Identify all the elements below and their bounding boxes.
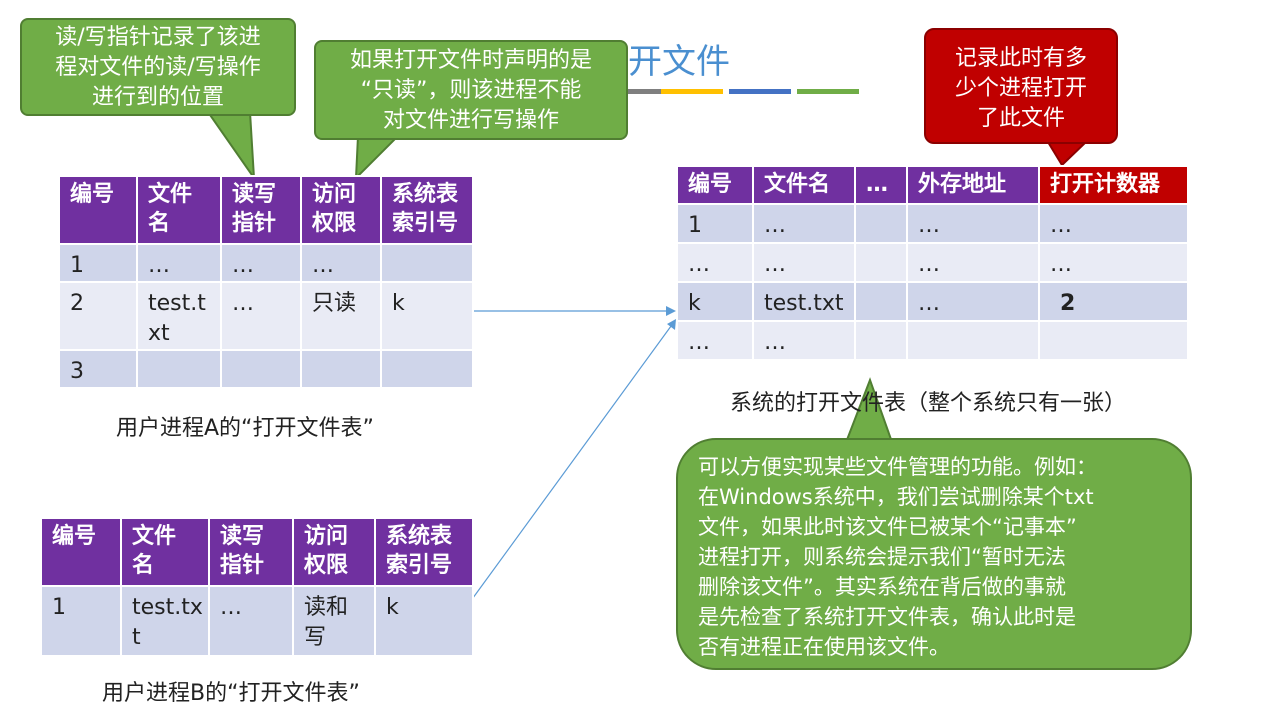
- callout-readonly-text: 如果打开文件时声明的是 “只读”，则该进程不能 对文件进行写操作: [349, 48, 592, 133]
- table-cell: 3: [58, 349, 138, 389]
- table-cell: 1: [40, 585, 122, 657]
- table-cell: …: [676, 320, 754, 361]
- table-b-header: 读写 指针: [208, 517, 294, 587]
- table-cell: [1038, 320, 1189, 361]
- callout-counter-tail: [1046, 141, 1089, 167]
- table-row: … … … …: [676, 242, 1189, 283]
- table-row: 1 … … …: [676, 203, 1189, 244]
- table-a-caption: 用户进程A的“打开文件表”: [116, 416, 374, 441]
- table-a-header: 读写 指针: [220, 175, 302, 245]
- table-cell: [380, 349, 474, 389]
- table-row: … …: [676, 320, 1189, 361]
- table-row: 1 test.tx t … 读和 写 k: [40, 585, 474, 657]
- table-cell: …: [752, 242, 856, 283]
- table-a-header: 系统表 索引号: [380, 175, 474, 245]
- callout-open-counter-text: 记录此时有多 少个进程打开 了此文件: [954, 46, 1087, 131]
- table-row: k test.txt … 2: [676, 281, 1189, 322]
- table-cell: …: [300, 243, 382, 283]
- callout-open-counter: 记录此时有多 少个进程打开 了此文件: [924, 28, 1118, 144]
- table-cell: [220, 349, 302, 389]
- table-cell: test.t xt: [136, 281, 222, 351]
- table-b-header: 访问 权限: [292, 517, 376, 587]
- table-cell: …: [1038, 203, 1189, 244]
- arrow-b-head: [667, 319, 676, 330]
- table-cell: 1: [58, 243, 138, 283]
- table-cell: …: [906, 281, 1040, 322]
- table-cell: 读和 写: [292, 585, 376, 657]
- title-bar-blue: [729, 89, 791, 94]
- table-cell: [854, 203, 908, 244]
- table-row: 3: [58, 349, 474, 389]
- callout-rw-pointer-text: 读/写指针记录了该进 程对文件的读/写操作 进行到的位置: [55, 25, 261, 110]
- table-a-header: 访问 权限: [300, 175, 382, 245]
- table-row: 2 test.t xt … 只读 k: [58, 281, 474, 351]
- table-cell: …: [220, 281, 302, 351]
- table-cell: …: [1038, 242, 1189, 283]
- arrow-b-to-system: [469, 321, 675, 603]
- table-cell: 1: [676, 203, 754, 244]
- table-b-header: 系统表 索引号: [374, 517, 474, 587]
- title-bar-gray: [600, 89, 662, 94]
- callout-function: 可以方便实现某些文件管理的功能。例如： 在Windows系统中，我们尝试删除某个…: [676, 438, 1192, 670]
- table-cell: test.tx t: [120, 585, 210, 657]
- title-bar-yellow: [661, 89, 723, 94]
- table-cell: k: [374, 585, 474, 657]
- callout-readonly-tail: [354, 135, 401, 181]
- table-cell: [380, 243, 474, 283]
- callout-readonly: 如果打开文件时声明的是 “只读”，则该进程不能 对文件进行写操作: [314, 40, 628, 140]
- table-cell: 只读: [300, 281, 382, 351]
- table-cell: [854, 320, 908, 361]
- arrow-a-head: [666, 306, 676, 316]
- open-counter-value: 2: [1038, 281, 1189, 322]
- table-cell: …: [220, 243, 302, 283]
- table-cell: …: [136, 243, 222, 283]
- system-table-header: 文件名: [752, 165, 856, 205]
- table-cell: [906, 320, 1040, 361]
- table-cell: k: [380, 281, 474, 351]
- table-cell: k: [676, 281, 754, 322]
- system-open-file-table: 编号 文件名 … 外存地址 打开计数器 1 … … … … … … … k te…: [676, 165, 1189, 361]
- callout-function-text: 可以方便实现某些文件管理的功能。例如： 在Windows系统中，我们尝试删除某个…: [698, 455, 1097, 659]
- table-cell: [136, 349, 222, 389]
- process-b-open-file-table: 编号 文件 名 读写 指针 访问 权限 系统表 索引号 1 test.tx t …: [40, 517, 474, 657]
- system-table-header-counter: 打开计数器: [1038, 165, 1189, 205]
- table-cell: …: [752, 320, 856, 361]
- table-cell: …: [752, 203, 856, 244]
- system-table-header: 编号: [676, 165, 754, 205]
- table-a-header: 编号: [58, 175, 138, 245]
- system-table-caption: 系统的打开文件表（整个系统只有一张）: [730, 391, 1127, 416]
- table-row: 1 … … …: [58, 243, 474, 283]
- table-cell: 2: [58, 281, 138, 351]
- table-cell: …: [676, 242, 754, 283]
- title-bar-green: [797, 89, 859, 94]
- table-b-caption: 用户进程B的“打开文件表”: [102, 681, 360, 706]
- table-cell: …: [906, 242, 1040, 283]
- table-cell: [300, 349, 382, 389]
- table-cell: [854, 281, 908, 322]
- process-a-open-file-table: 编号 文件 名 读写 指针 访问 权限 系统表 索引号 1 … … … 2 te…: [58, 175, 474, 389]
- system-table-header: 外存地址: [906, 165, 1040, 205]
- table-b-header: 文件 名: [120, 517, 210, 587]
- table-cell: test.txt: [752, 281, 856, 322]
- table-b-header: 编号: [40, 517, 122, 587]
- table-cell: [854, 242, 908, 283]
- system-table-header: …: [854, 165, 908, 205]
- table-a-header: 文件 名: [136, 175, 222, 245]
- table-cell: …: [906, 203, 1040, 244]
- page-title: 开文件: [628, 42, 730, 82]
- table-cell: …: [208, 585, 294, 657]
- callout-rw-pointer: 读/写指针记录了该进 程对文件的读/写操作 进行到的位置: [20, 18, 296, 116]
- callout-pointer-tail: [206, 111, 256, 182]
